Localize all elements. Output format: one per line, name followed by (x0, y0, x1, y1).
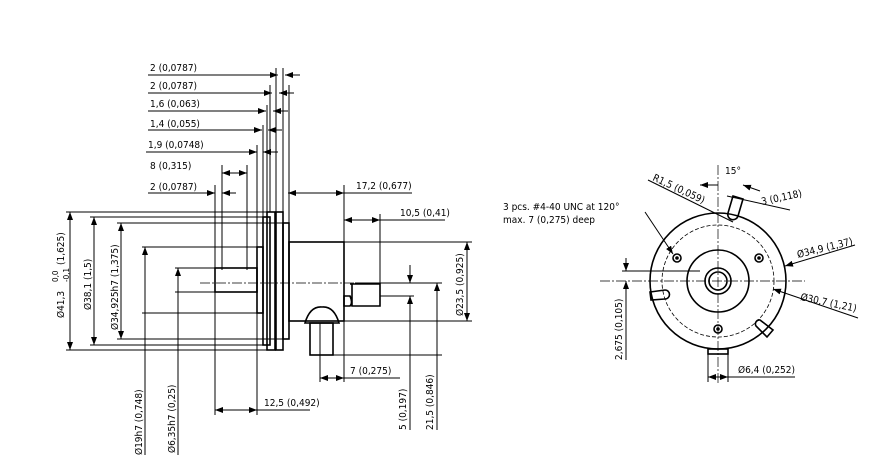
dim-label: (1,625) (56, 232, 67, 265)
front-view: 3 pcs. #4-40 UNC at 120° max. 7 (0,275) … (503, 165, 859, 385)
connector (309, 322, 334, 356)
dim-label: 12,5 (0,492) (264, 398, 320, 409)
slots (649, 195, 775, 339)
pilot-hub (256, 246, 264, 314)
connector-stub (707, 348, 729, 355)
dim-label: 10,5 (0,41) (400, 208, 450, 219)
dim-label: Ø41,3 (55, 291, 67, 318)
threaded-holes (672, 253, 764, 334)
shaft-end (708, 271, 728, 291)
flange-plates (262, 211, 290, 351)
left-dimensions (66, 211, 283, 455)
dim-label: 5 (0,197) (398, 389, 409, 430)
dim-label: 2,675 (0,105) (614, 299, 625, 360)
dim-label: Ø6,4 (0,252) (738, 364, 795, 376)
dim-label: 3 (0,118) (760, 189, 803, 208)
dim-label: Ø34,9 (1,37) (796, 235, 854, 260)
dim-label: Ø6,35h7 (0,25) (166, 385, 178, 453)
pilot-circle (686, 249, 750, 313)
dim-label: 1,4 (0,055) (150, 119, 200, 130)
dim-tolerance: -0,1 (62, 268, 71, 282)
dim-label: Ø38,1 (1,5) (82, 259, 94, 310)
dim-label: 17,2 (0,677) (356, 181, 412, 192)
dim-label: 8 (0,315) (150, 161, 191, 172)
dim-label: 2 (0,0787) (150, 81, 197, 92)
dim-label: 1,9 (0,0748) (148, 140, 204, 151)
dim-label: Ø34,925h7 (1,375) (109, 244, 121, 330)
dim-label: Ø23,5 (0,925) (454, 253, 466, 316)
connector-dome (303, 306, 341, 324)
dim-label: 7 (0,275) (350, 366, 391, 377)
dim-tolerance: 0,0 (51, 270, 60, 282)
top-dimensions (146, 68, 445, 284)
right-dimensions (214, 241, 472, 430)
hub (704, 267, 732, 295)
angle-label: 15° (725, 166, 741, 177)
thread-note: 3 pcs. #4-40 UNC at 120° (503, 202, 619, 213)
dim-label: Ø19h7 (0,748) (133, 389, 145, 455)
dim-label: 2 (0,0787) (150, 182, 197, 193)
radius-label: R1,5 (0,059) (651, 173, 707, 207)
housing-body (288, 241, 345, 322)
dim-label: 1,6 (0,063) (150, 99, 200, 110)
rear-shaft (343, 283, 381, 307)
dim-label: 21,5 (0,846) (425, 374, 436, 430)
dim-label: Ø30,7 (1,21) (799, 291, 857, 315)
side-view: 2 (0,0787) 2 (0,0787) 1,6 (0,063) 1,4 (0… (51, 63, 472, 455)
bolt-circle (661, 224, 775, 338)
thread-note: max. 7 (0,275) deep (503, 215, 595, 226)
front-dimensions (622, 179, 859, 382)
dim-label: 2 (0,0787) (150, 63, 197, 74)
main-shaft (214, 267, 258, 293)
